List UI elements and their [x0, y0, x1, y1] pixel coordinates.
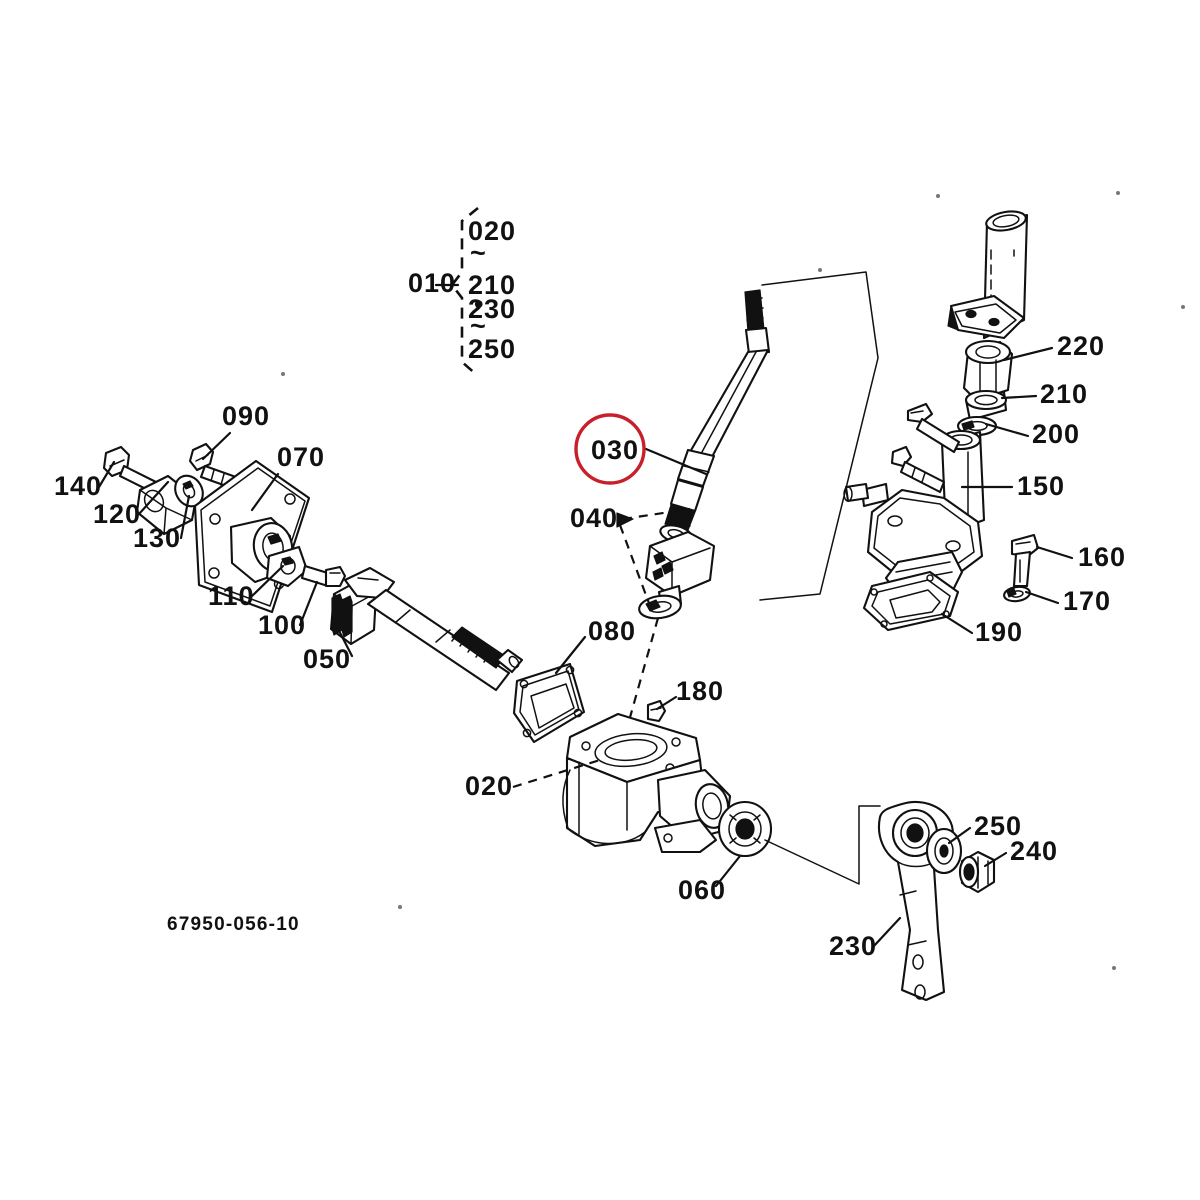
leader-120: [137, 480, 170, 516]
assembly-centerline-040-to-020: [625, 617, 660, 729]
legend-tilde-bot: ~: [470, 311, 487, 341]
leader-080: [554, 635, 587, 675]
leader-lines: [97, 346, 1074, 949]
highlight-circle-030: [574, 413, 646, 485]
leader-030: [644, 447, 708, 476]
callout-180[interactable]: 180: [676, 676, 724, 706]
scan-speck: [1116, 191, 1120, 195]
part-060-bearing: [717, 800, 773, 858]
part-130-washer: [174, 474, 204, 508]
leader-040-a: [622, 507, 691, 521]
scan-speck: [818, 268, 822, 272]
legend-item-3: 230: [468, 294, 516, 324]
legend-item-2: 210: [468, 270, 516, 300]
legend-bracket: [450, 206, 479, 377]
leader-180: [655, 695, 678, 711]
leader-190: [940, 612, 974, 635]
scan-speck: [398, 905, 402, 909]
callout-020[interactable]: 020: [465, 771, 513, 801]
part-100-bolt-lower: [300, 564, 347, 588]
part-210-thrust-washer: [964, 389, 1008, 422]
callout-220[interactable]: 220: [1057, 331, 1105, 361]
leader-200: [984, 422, 1030, 438]
leader-170: [1024, 590, 1060, 605]
callout-210[interactable]: 210: [1040, 379, 1088, 409]
callout-labels: 010 020 030 040 050 060 070 080 090 100 …: [54, 268, 1126, 961]
leader-230: [871, 916, 902, 949]
callout-110[interactable]: 110: [208, 581, 255, 611]
legend-item-4: 250: [468, 334, 516, 364]
reference-line-060-to-230: [764, 805, 881, 885]
callout-150[interactable]: 150: [1017, 471, 1065, 501]
callout-040[interactable]: 040: [570, 503, 618, 533]
callout-100[interactable]: 100: [258, 610, 306, 640]
part-160-bolt-right: [1010, 533, 1040, 588]
callout-240[interactable]: 240: [1010, 836, 1058, 866]
drawing-number: 67950-056-10: [167, 914, 300, 935]
legend-group-010: 020 ~ 210 • 230 ~ 250: [434, 206, 516, 377]
leader-250: [947, 826, 972, 845]
leader-060: [714, 854, 742, 888]
leader-130: [179, 494, 191, 540]
callout-090[interactable]: 090: [222, 401, 270, 431]
callout-160[interactable]: 160: [1078, 542, 1126, 572]
part-030-steering-worm-shaft: [659, 289, 771, 544]
part-240-nut: [958, 850, 996, 894]
callout-080[interactable]: 080: [588, 616, 636, 646]
leader-040-b: [618, 524, 652, 607]
callout-230[interactable]: 230: [829, 931, 877, 961]
leader-220: [1002, 346, 1054, 362]
assembly-reference-box: [759, 271, 879, 601]
callout-250[interactable]: 250: [974, 811, 1022, 841]
legend-dot-mid: •: [474, 289, 484, 319]
callout-050[interactable]: 050: [303, 644, 351, 674]
part-040-valve-block-and-seal: [638, 530, 716, 620]
scan-speck: [936, 194, 940, 198]
scan-speck: [1112, 966, 1116, 970]
legend-item-1: 020: [468, 216, 516, 246]
scan-specks: [281, 191, 1185, 970]
leader-140: [97, 460, 116, 489]
part-column-tube-upper: [947, 210, 1029, 340]
leader-100: [298, 580, 319, 627]
leader-040-arrow: [616, 512, 634, 528]
leader-050: [332, 619, 354, 658]
callout-120[interactable]: 120: [93, 499, 141, 529]
callout-010[interactable]: 010: [408, 268, 456, 298]
part-250-lock-washer: [925, 827, 963, 875]
callout-030[interactable]: 030: [591, 435, 639, 465]
callout-060[interactable]: 060: [678, 875, 726, 905]
leader-110: [250, 564, 285, 598]
part-020-gear-box-housing: [562, 712, 732, 854]
callout-070[interactable]: 070: [277, 442, 325, 472]
leader-160: [1035, 545, 1074, 560]
leader-240: [983, 851, 1008, 868]
callout-200[interactable]: 200: [1032, 419, 1080, 449]
callout-170[interactable]: 170: [1063, 586, 1111, 616]
legend-tilde-top: ~: [470, 238, 487, 268]
leader-210: [1000, 394, 1038, 400]
callout-140[interactable]: 140: [54, 471, 102, 501]
leader-070: [250, 472, 280, 512]
scan-speck: [1181, 305, 1185, 309]
callout-130[interactable]: 130: [133, 523, 181, 553]
part-110-clamp-plate: [265, 545, 309, 588]
part-050-steering-column-shaft: [329, 566, 524, 692]
scan-speck: [281, 372, 285, 376]
part-220-bushing-upper: [962, 339, 1014, 402]
callout-190[interactable]: 190: [975, 617, 1023, 647]
leader-090: [201, 431, 232, 461]
